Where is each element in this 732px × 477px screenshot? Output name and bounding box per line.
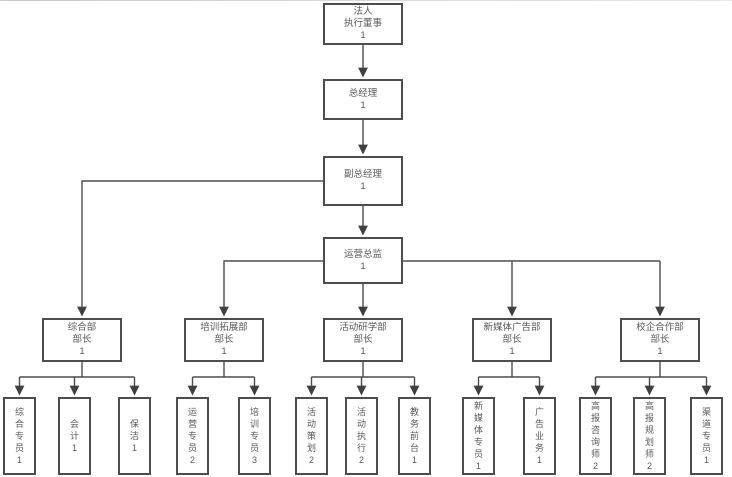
node-count: 1	[360, 346, 366, 357]
org-node-training-specialist: 培 训 专 员 3	[238, 397, 271, 475]
node-label: 保 洁	[129, 419, 139, 441]
node-label: 培训拓展部 部长	[200, 322, 248, 345]
org-node-legal-executive-director: 法人 执行董事 1	[323, 3, 403, 45]
node-count: 1	[16, 455, 22, 465]
node-count: 1	[71, 443, 77, 453]
org-node-event-execution: 活 动 执 行 2	[345, 397, 378, 475]
node-label: 会 计	[69, 419, 79, 441]
node-label: 高 报 规 划 师	[644, 401, 654, 459]
org-node-activity-research-dept: 活动研学部 部长 1	[323, 318, 403, 362]
node-label: 运营总监	[343, 248, 382, 260]
node-label: 高 报 咨 询 师	[590, 401, 600, 459]
node-count: 1	[79, 346, 85, 357]
node-label: 总经理	[348, 87, 378, 99]
node-label: 新媒体广告部 部长	[483, 322, 541, 345]
org-node-training-expansion-dept: 培训拓展部 部长 1	[184, 318, 264, 362]
org-node-operations-director: 运营总监 1	[323, 237, 403, 284]
node-label: 广 告 业 务	[534, 407, 544, 453]
node-label: 活 动 执 行	[356, 407, 366, 453]
node-count: 1	[475, 461, 481, 471]
org-node-general-specialist: 综 合 专 员 1	[3, 397, 36, 475]
org-node-academic-front-desk: 教 务 前 台 1	[398, 397, 431, 475]
node-count: 2	[358, 455, 364, 465]
node-label: 法人 执行董事	[343, 6, 382, 29]
node-label: 新 媒 体 专 员	[473, 401, 483, 459]
node-count: 1	[411, 455, 417, 465]
org-node-general-manager: 总经理 1	[323, 79, 403, 120]
node-count: 1	[536, 455, 542, 465]
node-count: 1	[657, 346, 663, 357]
node-count: 2	[592, 461, 598, 471]
connector-dgm-general-dept	[77, 180, 323, 317]
node-count: 1	[360, 99, 366, 111]
connector-coop-bus	[595, 362, 707, 378]
connector-activity-bus	[311, 362, 415, 378]
node-label: 培 训 专 员	[249, 407, 259, 453]
node-label: 校企合作部 部长	[636, 322, 684, 345]
node-count: 1	[703, 455, 709, 465]
node-label: 教 务 前 台	[409, 407, 419, 453]
connector-newmedia-bus	[478, 362, 540, 378]
node-count: 1	[360, 260, 366, 272]
org-node-accountant: 会 计 1	[58, 397, 91, 475]
node-count: 3	[251, 455, 257, 465]
org-node-gaokao-planner: 高 报 规 划 师 2	[633, 397, 666, 475]
node-count: 1	[360, 181, 366, 192]
org-node-event-planning: 活 动 策 划 2	[295, 397, 328, 475]
node-label: 活 动 策 划	[306, 407, 316, 453]
node-label: 渠 道 专 员	[701, 407, 711, 453]
org-node-deputy-general-manager: 副总经理 1	[323, 156, 403, 206]
node-label: 活动研学部 部长	[339, 322, 387, 345]
org-node-operations-specialist: 运 营 专 员 2	[176, 397, 209, 475]
org-node-advertising-business: 广 告 业 务 1	[523, 397, 556, 475]
node-count: 2	[646, 461, 652, 471]
node-label: 综合部 部长	[67, 322, 97, 345]
node-label: 副总经理	[343, 169, 382, 180]
node-label: 综 合 专 员	[14, 407, 24, 453]
node-label: 运 营 专 员	[187, 407, 197, 453]
org-node-general-affairs-dept: 综合部 部长 1	[42, 318, 122, 362]
org-node-channel-specialist: 渠 道 专 员 1	[690, 397, 723, 475]
node-count: 1	[221, 346, 227, 357]
connector-ops-training-dept	[219, 260, 323, 317]
node-count: 2	[308, 455, 314, 465]
org-node-gaokao-consultant: 高 报 咨 询 师 2	[579, 397, 612, 475]
connector-general-bus	[19, 362, 135, 378]
org-node-school-enterprise-coop-dept: 校企合作部 部长 1	[620, 318, 700, 362]
node-count: 2	[189, 455, 195, 465]
node-count: 1	[360, 30, 366, 41]
node-count: 1	[509, 346, 515, 357]
node-count: 1	[131, 443, 137, 453]
org-node-newmedia-advertising-dept: 新媒体广告部 部长 1	[472, 318, 552, 362]
connector-training-bus	[192, 362, 255, 378]
org-node-newmedia-specialist: 新 媒 体 专 员 1	[462, 397, 495, 475]
org-node-cleaner: 保 洁 1	[118, 397, 151, 475]
